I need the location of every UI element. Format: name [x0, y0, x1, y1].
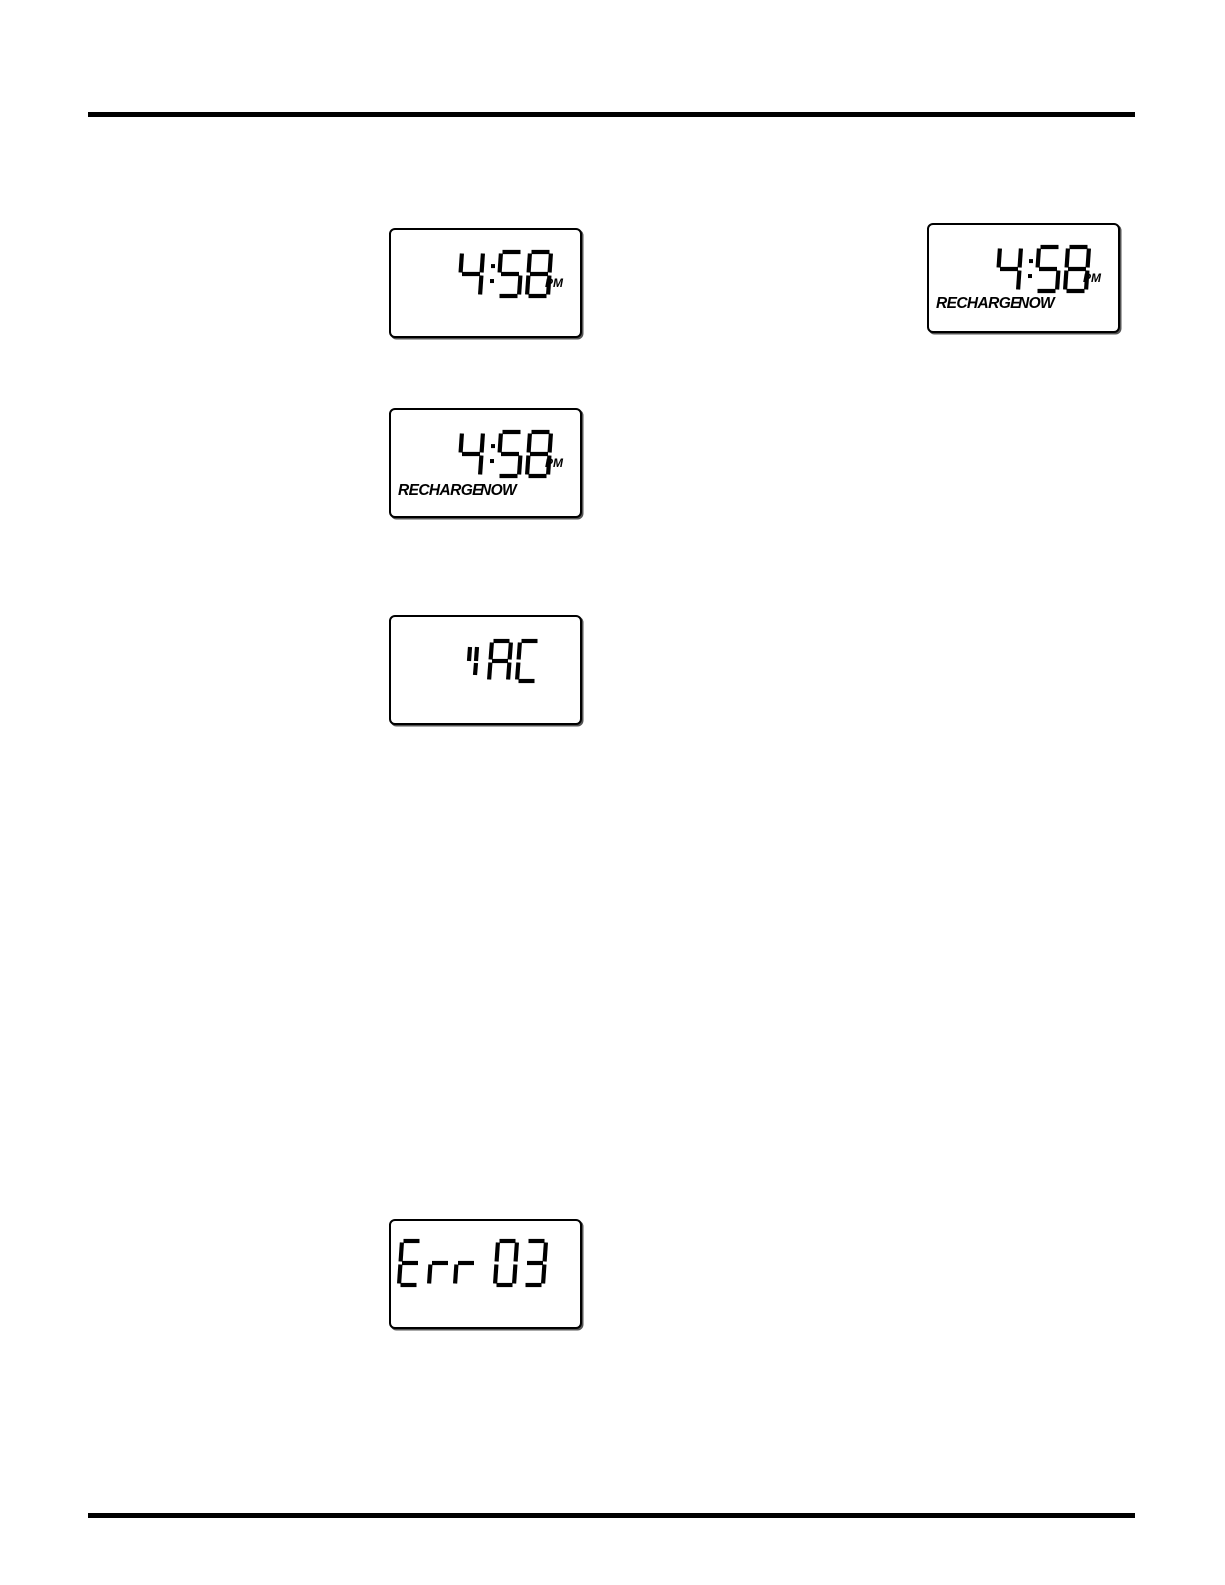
- time-readout: [999, 247, 1089, 291]
- ampm-indicator: PM: [545, 276, 564, 290]
- time-digits: PM: [461, 252, 564, 296]
- letter-A: [489, 641, 511, 680]
- digit-3: [526, 1241, 546, 1285]
- letter-r: [429, 1263, 448, 1284]
- ampm-indicator: PM: [545, 456, 564, 470]
- digit-0: [495, 1241, 517, 1285]
- bottom-rule: [88, 1513, 1135, 1518]
- lcd-display-error: [389, 1219, 582, 1329]
- vac-readout: [469, 641, 538, 681]
- digit-5: [500, 252, 521, 296]
- recharge-label: RECHARGE: [398, 482, 483, 499]
- now-label: NOW: [480, 482, 518, 499]
- lcd-display-recharge-now-right: PM RECHARGE NOW: [927, 223, 1120, 333]
- now-label: NOW: [1018, 295, 1056, 312]
- error-readout: [399, 1241, 546, 1285]
- digit-4: [999, 249, 1021, 290]
- digit-4: [461, 254, 483, 295]
- time-readout: [461, 432, 551, 476]
- colon-dot: [491, 444, 495, 448]
- letter-r: [455, 1263, 474, 1284]
- top-rule: [88, 112, 1135, 117]
- digit-4: [461, 434, 483, 475]
- ampm-indicator: PM: [1083, 271, 1102, 285]
- colon-dot: [491, 264, 495, 268]
- colon-dot: [1029, 259, 1033, 263]
- letter-V: [469, 647, 477, 675]
- digit-5: [1038, 247, 1059, 291]
- time-readout: [461, 252, 551, 296]
- colon-dot: [490, 459, 494, 463]
- lcd-display-clock: PM: [389, 228, 582, 338]
- colon-dot: [490, 279, 494, 283]
- lcd-display-vac: [389, 615, 582, 725]
- recharge-label: RECHARGE: [936, 295, 1021, 312]
- digit-5: [500, 432, 521, 476]
- letter-E: [399, 1241, 419, 1285]
- colon-dot: [1028, 274, 1032, 278]
- letter-C: [517, 641, 537, 681]
- lcd-display-recharge-now: PM RECHARGE NOW: [389, 408, 582, 518]
